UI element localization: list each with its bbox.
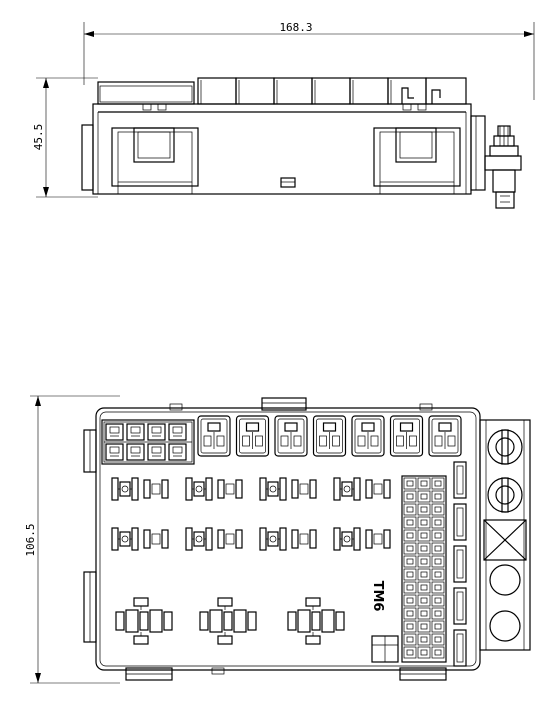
fuse-terminal — [417, 568, 431, 581]
fuse-grid-frame — [401, 475, 447, 663]
mini-relay-connectors — [105, 423, 187, 461]
top-height-dimension: 106.5 — [24, 395, 120, 684]
fuse-terminal — [403, 529, 417, 542]
relay-socket — [428, 415, 462, 457]
fuse-terminal — [403, 490, 417, 503]
fuse-terminal — [417, 646, 431, 659]
fuse-terminal — [431, 542, 445, 555]
stud-terminal-column — [479, 419, 531, 651]
fuse-cluster — [111, 477, 169, 501]
side-fuse-slot — [453, 587, 467, 625]
fuse-terminal — [417, 516, 431, 529]
fuse-terminal — [431, 620, 445, 633]
fuse-terminal — [417, 607, 431, 620]
blade-fuse-group — [287, 597, 345, 645]
fuse-terminal — [417, 542, 431, 555]
fuse-cluster — [259, 527, 317, 551]
fuse-terminal — [417, 490, 431, 503]
fuse-terminal — [403, 542, 417, 555]
fuse-terminal — [431, 555, 445, 568]
fuse-terminal — [417, 633, 431, 646]
fuse-terminal — [403, 503, 417, 516]
mini-relay-connector — [126, 443, 145, 461]
side-fuse-slots — [453, 461, 467, 667]
fuse-terminal — [403, 633, 417, 646]
side-height-label: 45.5 — [32, 124, 45, 151]
fuse-terminal — [417, 594, 431, 607]
fuse-terminal — [403, 516, 417, 529]
fuse-terminal — [417, 581, 431, 594]
side-housing — [81, 77, 486, 195]
fuse-terminal — [403, 581, 417, 594]
side-fuse-slot — [453, 461, 467, 499]
side-fuse-slot — [453, 503, 467, 541]
side-height-dimension: 45.5 — [32, 77, 98, 198]
fuse-terminal — [431, 490, 445, 503]
width-dimension: 168.3 — [83, 21, 535, 100]
fuse-terminal — [431, 477, 445, 490]
fuse-terminal — [403, 555, 417, 568]
fuse-terminal — [403, 568, 417, 581]
side-stud-bolt — [484, 125, 522, 209]
fuse-terminal — [403, 607, 417, 620]
fuse-terminal — [431, 503, 445, 516]
side-fuse-slot — [453, 629, 467, 667]
fuse-terminal — [417, 477, 431, 490]
fuse-cluster — [259, 477, 317, 501]
fuse-terminal — [431, 594, 445, 607]
relay-socket — [274, 415, 308, 457]
mini-relay-connector — [168, 423, 187, 441]
relay-socket — [197, 415, 231, 457]
relay-socket — [351, 415, 385, 457]
fuse-cluster — [111, 527, 169, 551]
fuse-terminal — [417, 555, 431, 568]
fuse-terminal — [417, 503, 431, 516]
side-view: 168.3 45.5 — [32, 21, 535, 209]
fuse-terminal — [431, 646, 445, 659]
relay-socket — [389, 415, 424, 457]
blade-fuse-group — [199, 597, 257, 645]
fuse-terminal — [403, 620, 417, 633]
relay-socket — [312, 415, 347, 457]
fuse-terminal — [417, 620, 431, 633]
fuse-terminal — [431, 529, 445, 542]
relay-connector-block — [101, 419, 195, 465]
blade-fuse-row — [115, 597, 345, 645]
small-connector — [371, 635, 399, 663]
fuse-cluster — [185, 477, 243, 501]
fuse-terminal — [417, 529, 431, 542]
fuse-terminal — [431, 568, 445, 581]
fuse-cluster — [333, 477, 391, 501]
mini-relay-connector — [126, 423, 145, 441]
fuse-terminal — [431, 581, 445, 594]
relay-sockets — [197, 415, 462, 457]
top-height-label: 106.5 — [24, 523, 37, 556]
fuse-terminal — [431, 633, 445, 646]
mini-relay-connector — [105, 443, 124, 461]
mini-relay-connector — [147, 443, 166, 461]
fuse-terminal — [403, 594, 417, 607]
fuse-cluster — [185, 527, 243, 551]
fuse-cluster — [333, 527, 391, 551]
fuse-terminal — [431, 607, 445, 620]
fuse-terminal — [431, 516, 445, 529]
blade-fuse-group — [115, 597, 173, 645]
mini-relay-connector — [147, 423, 166, 441]
fuse-terminal — [403, 477, 417, 490]
fuse-clusters — [111, 477, 391, 551]
part-label: TM6 — [370, 581, 385, 612]
mini-relay-connector — [168, 443, 187, 461]
mini-relay-connector — [105, 423, 124, 441]
relay-socket — [235, 415, 270, 457]
width-dimension-label: 168.3 — [279, 21, 312, 34]
fuse-terminal-grid — [401, 475, 447, 663]
fuse-terminal — [403, 646, 417, 659]
top-view: 106.5 — [24, 395, 531, 684]
side-fuse-slot — [453, 545, 467, 583]
